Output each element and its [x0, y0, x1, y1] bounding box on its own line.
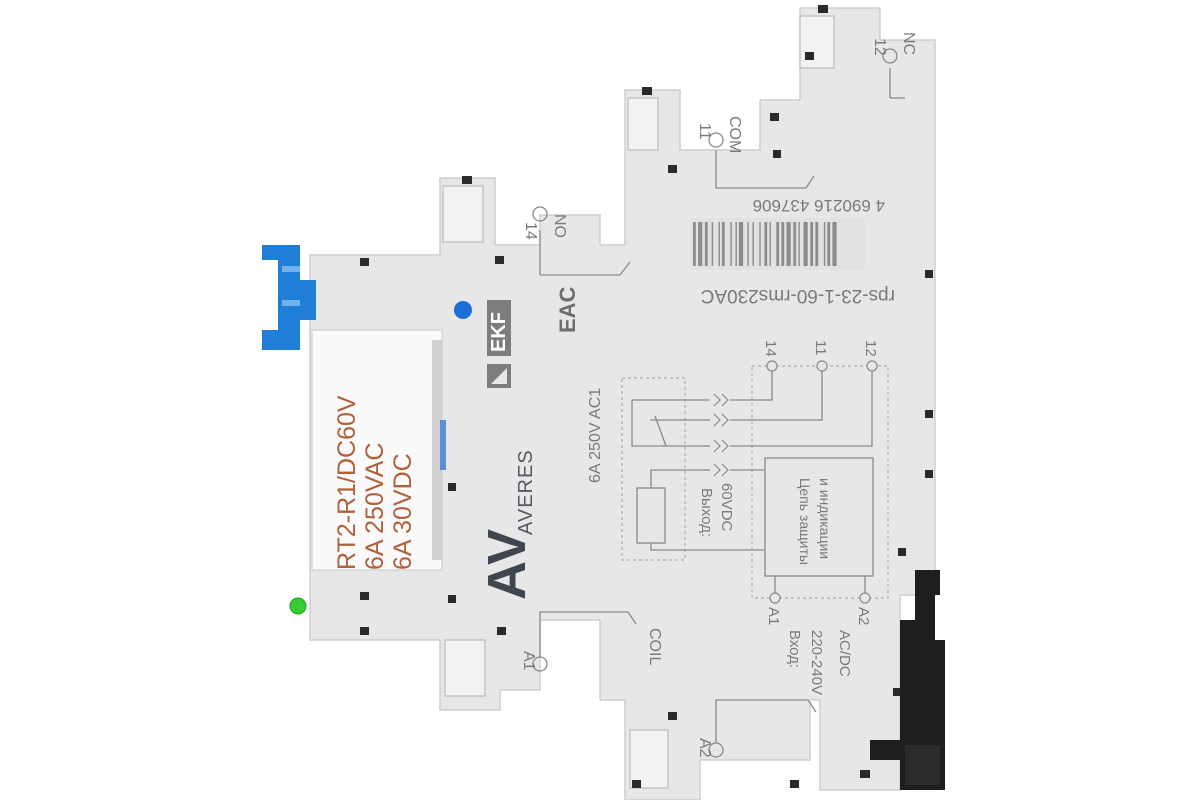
- ekf-logo: EKF: [487, 300, 511, 388]
- terminal-11-com: 11 COM: [696, 116, 815, 189]
- schematic-pin-14: 14: [762, 340, 779, 357]
- output-label: Выход:: [698, 488, 715, 537]
- wiring-schematic: 14 11 12 A1 A2 Выход: 60VDC Цепь защиты …: [621, 340, 889, 695]
- barcode-bar: [827, 222, 831, 266]
- terminal-a1-coil: A1 COIL: [520, 611, 663, 672]
- terminal-14-no: 14 NO: [522, 206, 631, 276]
- schematic-pin-12: 12: [862, 340, 879, 357]
- schematic-pin-a1: A1: [765, 607, 782, 625]
- input-voltage: 220-240V: [808, 630, 825, 695]
- series-name: AVERES: [515, 449, 537, 535]
- barcode-bar: [747, 222, 749, 266]
- terminal-nc-label: NC: [900, 32, 917, 55]
- barcode-bar: [810, 222, 814, 266]
- barcode-bar: [730, 222, 732, 266]
- terminal-11-label: 11: [696, 123, 713, 140]
- terminal-com-label: COM: [726, 116, 743, 153]
- terminal-14-label: 14: [522, 222, 539, 240]
- terminal-no-label: NO: [551, 214, 568, 238]
- terminal-12-label: 12: [871, 38, 888, 56]
- barcode-bar: [803, 222, 808, 266]
- schematic-pin-a2: A2: [855, 607, 872, 625]
- output-voltage: 60VDC: [718, 483, 735, 532]
- barcode-bar: [776, 222, 780, 266]
- barcode-bar: [693, 222, 696, 266]
- plug-in-relay: RT2-R1/DC60V 6A 250VAC 6A 30VDC: [311, 329, 446, 571]
- brand-text: EKF: [488, 312, 510, 352]
- barcode-bar: [832, 222, 837, 266]
- barcode-bar: [711, 222, 714, 266]
- barcode-bar: [721, 222, 725, 266]
- relay-label-line3: 6A 30VDC: [389, 453, 417, 570]
- barcode-bar: [752, 222, 754, 266]
- barcode-bar: [798, 222, 800, 266]
- terminal-a2: A2: [696, 699, 817, 758]
- eac-mark: EAC: [555, 286, 580, 333]
- barcode-bar: [815, 222, 819, 266]
- barcode-bar: [764, 222, 768, 266]
- contact-rating: 6A 250V AC1: [587, 388, 604, 483]
- input-label: Вход:: [786, 630, 803, 668]
- barcode-bar: [718, 222, 720, 266]
- indicator-dot: [454, 301, 472, 319]
- terminal-12-nc: 12 NC: [871, 32, 917, 99]
- barcode-bar: [738, 222, 744, 266]
- terminal-coil-label: COIL: [646, 628, 663, 665]
- status-led: [289, 597, 307, 615]
- barcode-bar: [781, 222, 785, 266]
- terminal-a2-label: A2: [696, 738, 713, 758]
- averes-logo: AV AVERES: [477, 449, 537, 600]
- barcode-bar: [735, 222, 737, 266]
- protection-circuit-line2: и индикации: [817, 478, 833, 559]
- schematic-pin-11: 11: [812, 340, 829, 356]
- input-type: AC/DC: [836, 630, 853, 677]
- barcode-bar: [769, 222, 771, 266]
- barcode: 4 690216 437606: [690, 196, 885, 270]
- barcode-digits: 4 690216 437606: [753, 196, 885, 215]
- barcode-bar: [698, 222, 703, 266]
- relay-release-latch[interactable]: [262, 245, 316, 350]
- terminal-a1-label: A1: [520, 651, 537, 671]
- relay-label-line2: 6A 250VAC: [361, 443, 389, 570]
- relay-label-line1: RT2-R1/DC60V: [333, 395, 361, 570]
- protection-circuit-line1: Цепь защиты: [797, 478, 813, 565]
- barcode-bar: [759, 222, 761, 266]
- model-number: rps-23-1-60-rms230AC: [701, 285, 895, 306]
- barcode-bar: [793, 222, 797, 266]
- barcode-bar: [823, 222, 826, 266]
- barcode-bar: [786, 222, 791, 266]
- series-logo: AV: [477, 529, 537, 600]
- din-rail-clip[interactable]: [870, 570, 945, 790]
- barcode-bar: [704, 222, 708, 266]
